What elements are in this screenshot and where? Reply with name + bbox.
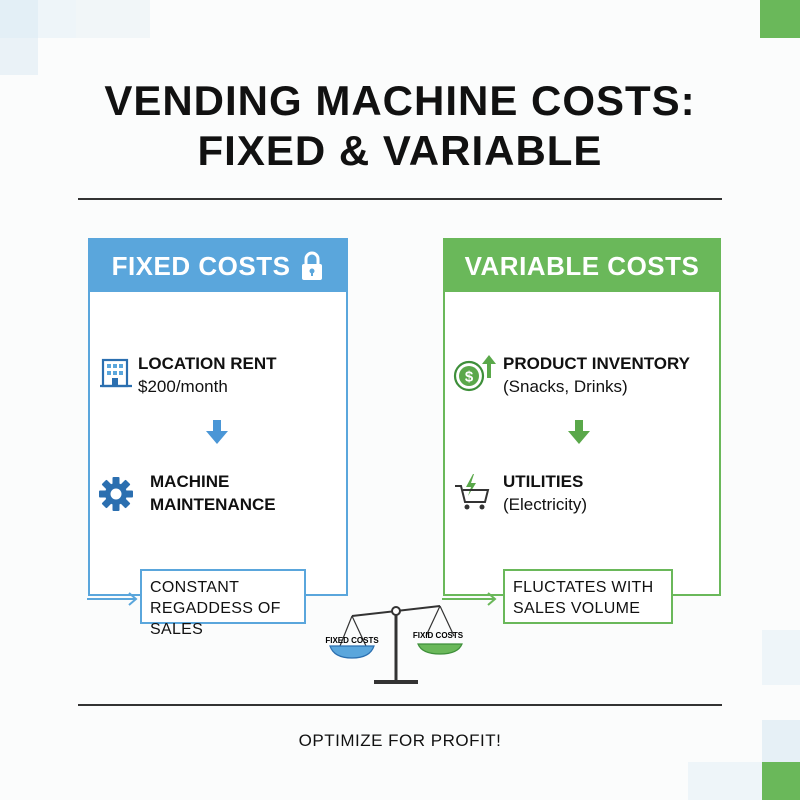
fixed-arrow-down-icon (206, 420, 228, 444)
corner-decoration-top-left (0, 0, 150, 75)
variable-callout: FLUCTATES WITH SALES VOLUME (503, 569, 673, 624)
location-rent-title: LOCATION RENT (138, 354, 277, 373)
utilities-title: UTILITIES (503, 472, 584, 491)
maintenance-title-line-2: MAINTENANCE (150, 495, 276, 514)
dollar-coin-up-icon: $ (453, 354, 503, 399)
location-rent-detail: $200/month (138, 377, 228, 396)
fixed-callout: CONSTANT REGADDESS OF SALES (140, 569, 306, 638)
top-divider (78, 198, 722, 200)
title-line-1: VENDING MACHINE COSTS: (104, 77, 696, 124)
variable-callout-line-2: SALES VOLUME (513, 600, 641, 617)
fixed-item-maintenance: MACHINE MAINTENANCE (98, 470, 276, 517)
corner-decoration-top-right (760, 0, 800, 38)
variable-connector-arrow-icon (442, 592, 497, 606)
utilities-detail: (Electricity) (503, 495, 588, 514)
svg-text:$: $ (465, 369, 474, 386)
balance-scale-icon: FIXED COSTS FIXID COSTS (325, 605, 464, 684)
lock-icon (300, 251, 324, 281)
inventory-detail: (Snacks, Drinks) (503, 377, 628, 396)
fixed-costs-header: FIXED COSTS (90, 240, 346, 292)
variable-costs-panel: VARIABLE COSTS (443, 238, 721, 596)
footer-tagline: OPTIMIZE FOR PROFIT! (298, 731, 502, 750)
fixed-callout-line-2: REGADDESS OF SALES (150, 600, 281, 638)
variable-costs-heading: VARIABLE COSTS (464, 250, 700, 281)
inventory-title: PRODUCT INVENTORY (503, 354, 691, 373)
fixed-callout-line-1: CONSTANT (150, 579, 240, 596)
scale-right-label: FIXID COSTS (413, 631, 464, 640)
gear-icon (98, 476, 150, 517)
variable-costs-header: VARIABLE COSTS (445, 240, 719, 292)
variable-item-inventory: $ PRODUCT INVENTORY (Snacks, Drinks) (453, 352, 690, 399)
page-title: VENDING MACHINE COSTS: FIXED & VARIABLE (0, 76, 800, 176)
fixed-connector-arrow-icon (87, 592, 138, 606)
fixed-item-location-rent: LOCATION RENT $200/month (100, 352, 277, 398)
title-line-2: FIXED & VARIABLE (197, 127, 603, 174)
bottom-divider (78, 704, 722, 706)
corner-decoration-bottom-right (650, 630, 800, 800)
fixed-costs-panel: FIXED COSTS (88, 238, 348, 596)
variable-arrow-down-icon (568, 420, 590, 444)
scale-left-label: FIXED COSTS (325, 636, 379, 645)
maintenance-title-line-1: MACHINE (150, 472, 230, 491)
building-icon (100, 356, 138, 395)
fixed-costs-heading: FIXED COSTS (111, 250, 291, 281)
variable-item-utilities: UTILITIES (Electricity) (453, 470, 587, 517)
cart-lightning-icon (453, 472, 503, 517)
variable-callout-line-1: FLUCTATES WITH (513, 579, 654, 596)
